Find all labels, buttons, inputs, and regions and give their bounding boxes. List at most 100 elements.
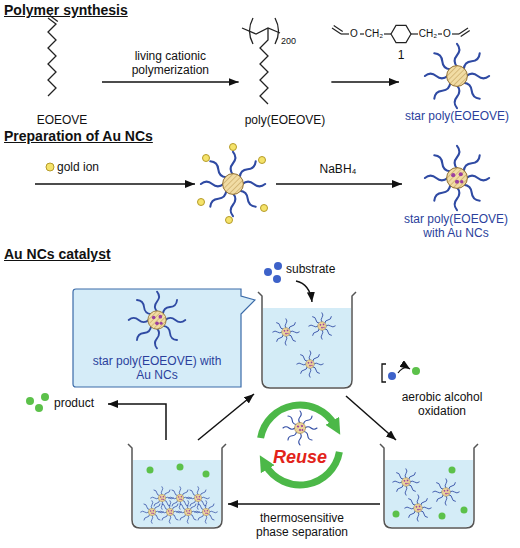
cycle-arrow (198, 394, 254, 440)
bond (438, 33, 442, 34)
cyclohexane-ring (391, 25, 411, 42)
section-heading: Au NCs catalyst (4, 246, 111, 263)
reaction-arrow (102, 81, 239, 83)
section-heading: Preparation of Au NCs (4, 128, 153, 145)
compound-node: star poly(EOEOVE) (399, 40, 515, 124)
star-polymer-au (309, 313, 335, 339)
star-polymer-au (151, 487, 174, 510)
beaker (380, 444, 478, 528)
bond (360, 33, 364, 34)
product-dot (203, 471, 210, 478)
bond (341, 33, 349, 34)
product-dot (147, 467, 154, 474)
substrate-dot (264, 268, 272, 276)
gold-ion (226, 217, 233, 224)
product-arrow (108, 404, 166, 440)
section-heading: Polymer synthesis (4, 2, 128, 19)
product-label: product (54, 396, 94, 410)
crosslinker-structure (332, 25, 470, 42)
gold-ions (198, 144, 268, 224)
product-dot (439, 513, 446, 520)
node-text: EOEOVE (37, 113, 88, 127)
compound-label: star poly(EOEOVE) with Au NCs (394, 212, 518, 240)
compound-node: EOEOVE (22, 16, 102, 128)
callout-box: star poly(EOEOVE) with Au NCs (72, 288, 256, 388)
star-polymer-au (129, 292, 186, 349)
star-polymer-au (393, 469, 419, 495)
star-polymer-au (297, 351, 323, 377)
compound-node: poly(EOEOVE) (239, 16, 332, 128)
star-polymer-au (433, 479, 459, 505)
bracket (275, 18, 279, 44)
star-polymer-au (425, 146, 489, 210)
star-polymer-au (273, 319, 299, 345)
beaker-top (258, 292, 356, 388)
star-polymer-au (405, 495, 431, 521)
reaction-arrow (331, 81, 399, 83)
gold-ion (198, 199, 205, 206)
step-label: thermosensitive phase separation (250, 511, 354, 539)
gold-ion (46, 163, 54, 171)
reagent-label: gold ion (57, 160, 99, 174)
gold-ion (261, 205, 268, 212)
process-arrow (35, 183, 195, 185)
star-polymer-au (283, 411, 317, 445)
product-dot (41, 393, 49, 401)
gold-ion (230, 144, 237, 151)
node-text: poly(EOEOVE) (245, 113, 326, 127)
reuse-label: Reuse (273, 447, 327, 468)
gold-ion (203, 155, 210, 162)
substrate-dots (264, 262, 282, 283)
star-polymer-au (141, 501, 164, 524)
cycle-arrow (346, 396, 396, 440)
beaker (258, 292, 356, 388)
star-polymer-au (177, 501, 200, 524)
repeat-number: 200 (281, 36, 296, 46)
atom-label: O (350, 28, 358, 40)
substrate-label: substrate (286, 262, 335, 276)
beaker-left (128, 444, 226, 528)
side-chain (260, 28, 268, 104)
gold-ion (259, 157, 266, 164)
process-arrow (276, 183, 402, 185)
beaker (128, 444, 226, 528)
reagent-label: NaBH₄ (320, 162, 357, 176)
bracket (382, 364, 386, 382)
compound-number: 1 (398, 48, 405, 62)
bond (384, 33, 391, 34)
substrate-dot (274, 262, 282, 270)
product-dot (412, 367, 420, 375)
polymer-structure (242, 18, 280, 104)
product-dot (393, 511, 400, 518)
atom-label: O (443, 28, 451, 40)
step-label: aerobic alcohol oxidation (392, 390, 492, 418)
bracket (250, 18, 254, 44)
product-dot (26, 397, 34, 405)
product-dots (26, 393, 49, 412)
bond-chain (48, 18, 56, 96)
double-bond (461, 31, 470, 37)
substrate-dot (273, 275, 281, 283)
product-dot (461, 507, 468, 514)
bond (411, 33, 418, 34)
star-polymer-au (187, 487, 210, 510)
node-text: star poly(EOEOVE) (405, 109, 509, 123)
cycle-arrow (228, 503, 380, 505)
liquid (263, 308, 351, 387)
node-text: star poly(EOEOVE) with Au NCs (92, 354, 222, 382)
atom-label: CH₂ (419, 28, 437, 40)
star-polymer-au (195, 501, 218, 524)
star-polymer-au (169, 487, 192, 510)
star-polymer (425, 44, 489, 108)
small-arrow (398, 368, 410, 373)
star-polymer-au (159, 501, 182, 524)
edge-label: living cationic polymerization (110, 49, 230, 77)
atom-label: CH₂ (365, 28, 383, 40)
backbone (242, 28, 280, 34)
monomer-structure (48, 16, 58, 96)
product-dot (177, 464, 184, 471)
substrate-dot (388, 372, 396, 380)
